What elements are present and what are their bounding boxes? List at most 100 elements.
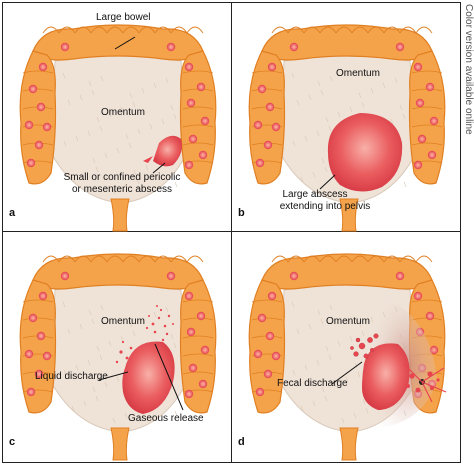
panel-letter: a: [9, 207, 16, 219]
inflamed-spot: [38, 62, 48, 72]
inflamed-spot: [60, 271, 70, 281]
inflamed-spot: [186, 327, 196, 337]
inflamed-spot: [184, 62, 194, 72]
liquid-discharge-label: Liquid discharge: [35, 371, 108, 382]
omentum-label: Omentum: [101, 316, 145, 327]
inflamed-spot: [34, 369, 44, 379]
omentum-label: Omentum: [336, 68, 380, 79]
inflamed-spot: [255, 387, 265, 397]
panel-letter: b: [238, 207, 245, 219]
small-abscess: [153, 135, 182, 167]
inflamed-spot: [413, 291, 423, 301]
abscess-pointer-line: [319, 174, 336, 190]
ascending-colon: [248, 50, 286, 185]
inflamed-spot: [271, 351, 281, 361]
inflamed-spot: [200, 116, 210, 126]
rectum-shape: [339, 198, 359, 232]
panel-letter: c: [9, 436, 16, 448]
inflamed-spot: [425, 311, 435, 321]
gas-dots: [145, 305, 174, 342]
large-bowel-label: Large bowel: [96, 12, 151, 23]
colon-illustration: [248, 24, 446, 232]
ascending-colon: [19, 50, 57, 185]
abscess-label-line2: or mesenteric abscess: [71, 184, 173, 195]
inflamed-spot: [395, 271, 405, 281]
inflamed-spot: [255, 158, 265, 168]
inflamed-spot: [413, 160, 423, 170]
abscess-label-line1: Large abscess: [282, 189, 348, 200]
fecal-particles: [350, 333, 379, 359]
inflamed-spot: [42, 122, 52, 132]
inflamed-spot: [415, 98, 425, 108]
inflamed-spot: [196, 82, 206, 92]
rectum-shape: [110, 427, 130, 461]
inflamed-spot: [253, 120, 263, 130]
inflamed-spot: [200, 345, 210, 355]
inflamed-spot: [60, 42, 70, 52]
gaseous-release-label: Gaseous release: [128, 413, 204, 424]
perforated-abscess: [362, 343, 410, 410]
liquid-droplets: [115, 340, 133, 364]
bowel-pointer-line: [114, 36, 136, 50]
inflamed-spot: [196, 311, 206, 321]
abscess-label-line2: extending into pelvis: [279, 201, 371, 212]
abscess-fragment: [143, 156, 153, 163]
inflamed-spot: [26, 387, 36, 397]
color-version-note: Color version available online: [463, 4, 474, 135]
inflamed-spot: [36, 102, 46, 112]
inflamed-spot: [198, 150, 208, 160]
inflamed-spot: [26, 158, 36, 168]
inflamed-spot: [184, 160, 194, 170]
omentum-label: Omentum: [326, 316, 370, 327]
inflamed-spot: [28, 313, 38, 323]
inflamed-spot: [427, 150, 437, 160]
inflamed-spot: [253, 349, 263, 359]
inflamed-spot: [267, 62, 277, 72]
inflamed-spot: [265, 102, 275, 112]
fecal-discharge-label: Fecal discharge: [277, 378, 348, 389]
panel-c: Omentum Liquid discharge Gaseous release…: [3, 232, 232, 461]
transverse-colon: [32, 24, 204, 61]
rectum-shape: [339, 427, 359, 461]
ascending-colon: [248, 279, 286, 414]
inflamed-spot: [184, 291, 194, 301]
inflamed-spot: [28, 84, 38, 94]
inflamed-spot: [267, 291, 277, 301]
colon-illustration: [248, 253, 447, 461]
rectum-shape: [110, 198, 130, 232]
inflamed-spot: [289, 42, 299, 52]
inflamed-spot: [198, 379, 208, 389]
inflamed-spot: [42, 351, 52, 361]
panel-d: Omentum Fecal discharge d: [232, 232, 461, 461]
large-abscess: [327, 113, 403, 192]
inflamed-spot: [395, 42, 405, 52]
panel-letter: d: [238, 436, 245, 448]
inflamed-spot: [186, 98, 196, 108]
transverse-colon: [32, 253, 204, 290]
colon-and-omentum: [19, 24, 217, 232]
inflamed-spot: [188, 134, 198, 144]
colon-illustration: [19, 253, 217, 461]
inflamed-spot: [417, 134, 427, 144]
abscess-label-line1: Small or confined pericolic: [63, 172, 181, 183]
inflamed-spot: [166, 42, 176, 52]
inflamed-spot: [166, 271, 176, 281]
inflamed-spot: [265, 331, 275, 341]
ascending-colon: [19, 279, 57, 414]
abscess-pointer-line: [152, 162, 166, 174]
panel-b: Omentum Large abscess extending into pel…: [232, 3, 461, 232]
inflamed-spot: [289, 271, 299, 281]
inflamed-spot: [184, 389, 194, 399]
vertical-divider: [231, 2, 232, 463]
inflamed-spot: [271, 122, 281, 132]
gaseous-pointer-line: [154, 343, 184, 411]
descending-colon: [179, 50, 217, 185]
descending-colon: [408, 50, 446, 185]
inflamed-spot: [257, 84, 267, 94]
transverse-colon: [261, 253, 433, 290]
liquid-pointer-line: [98, 371, 129, 381]
inflamed-spot: [425, 82, 435, 92]
inflamed-spot: [38, 291, 48, 301]
inflamed-spot: [429, 345, 439, 355]
inflamed-spot: [413, 62, 423, 72]
